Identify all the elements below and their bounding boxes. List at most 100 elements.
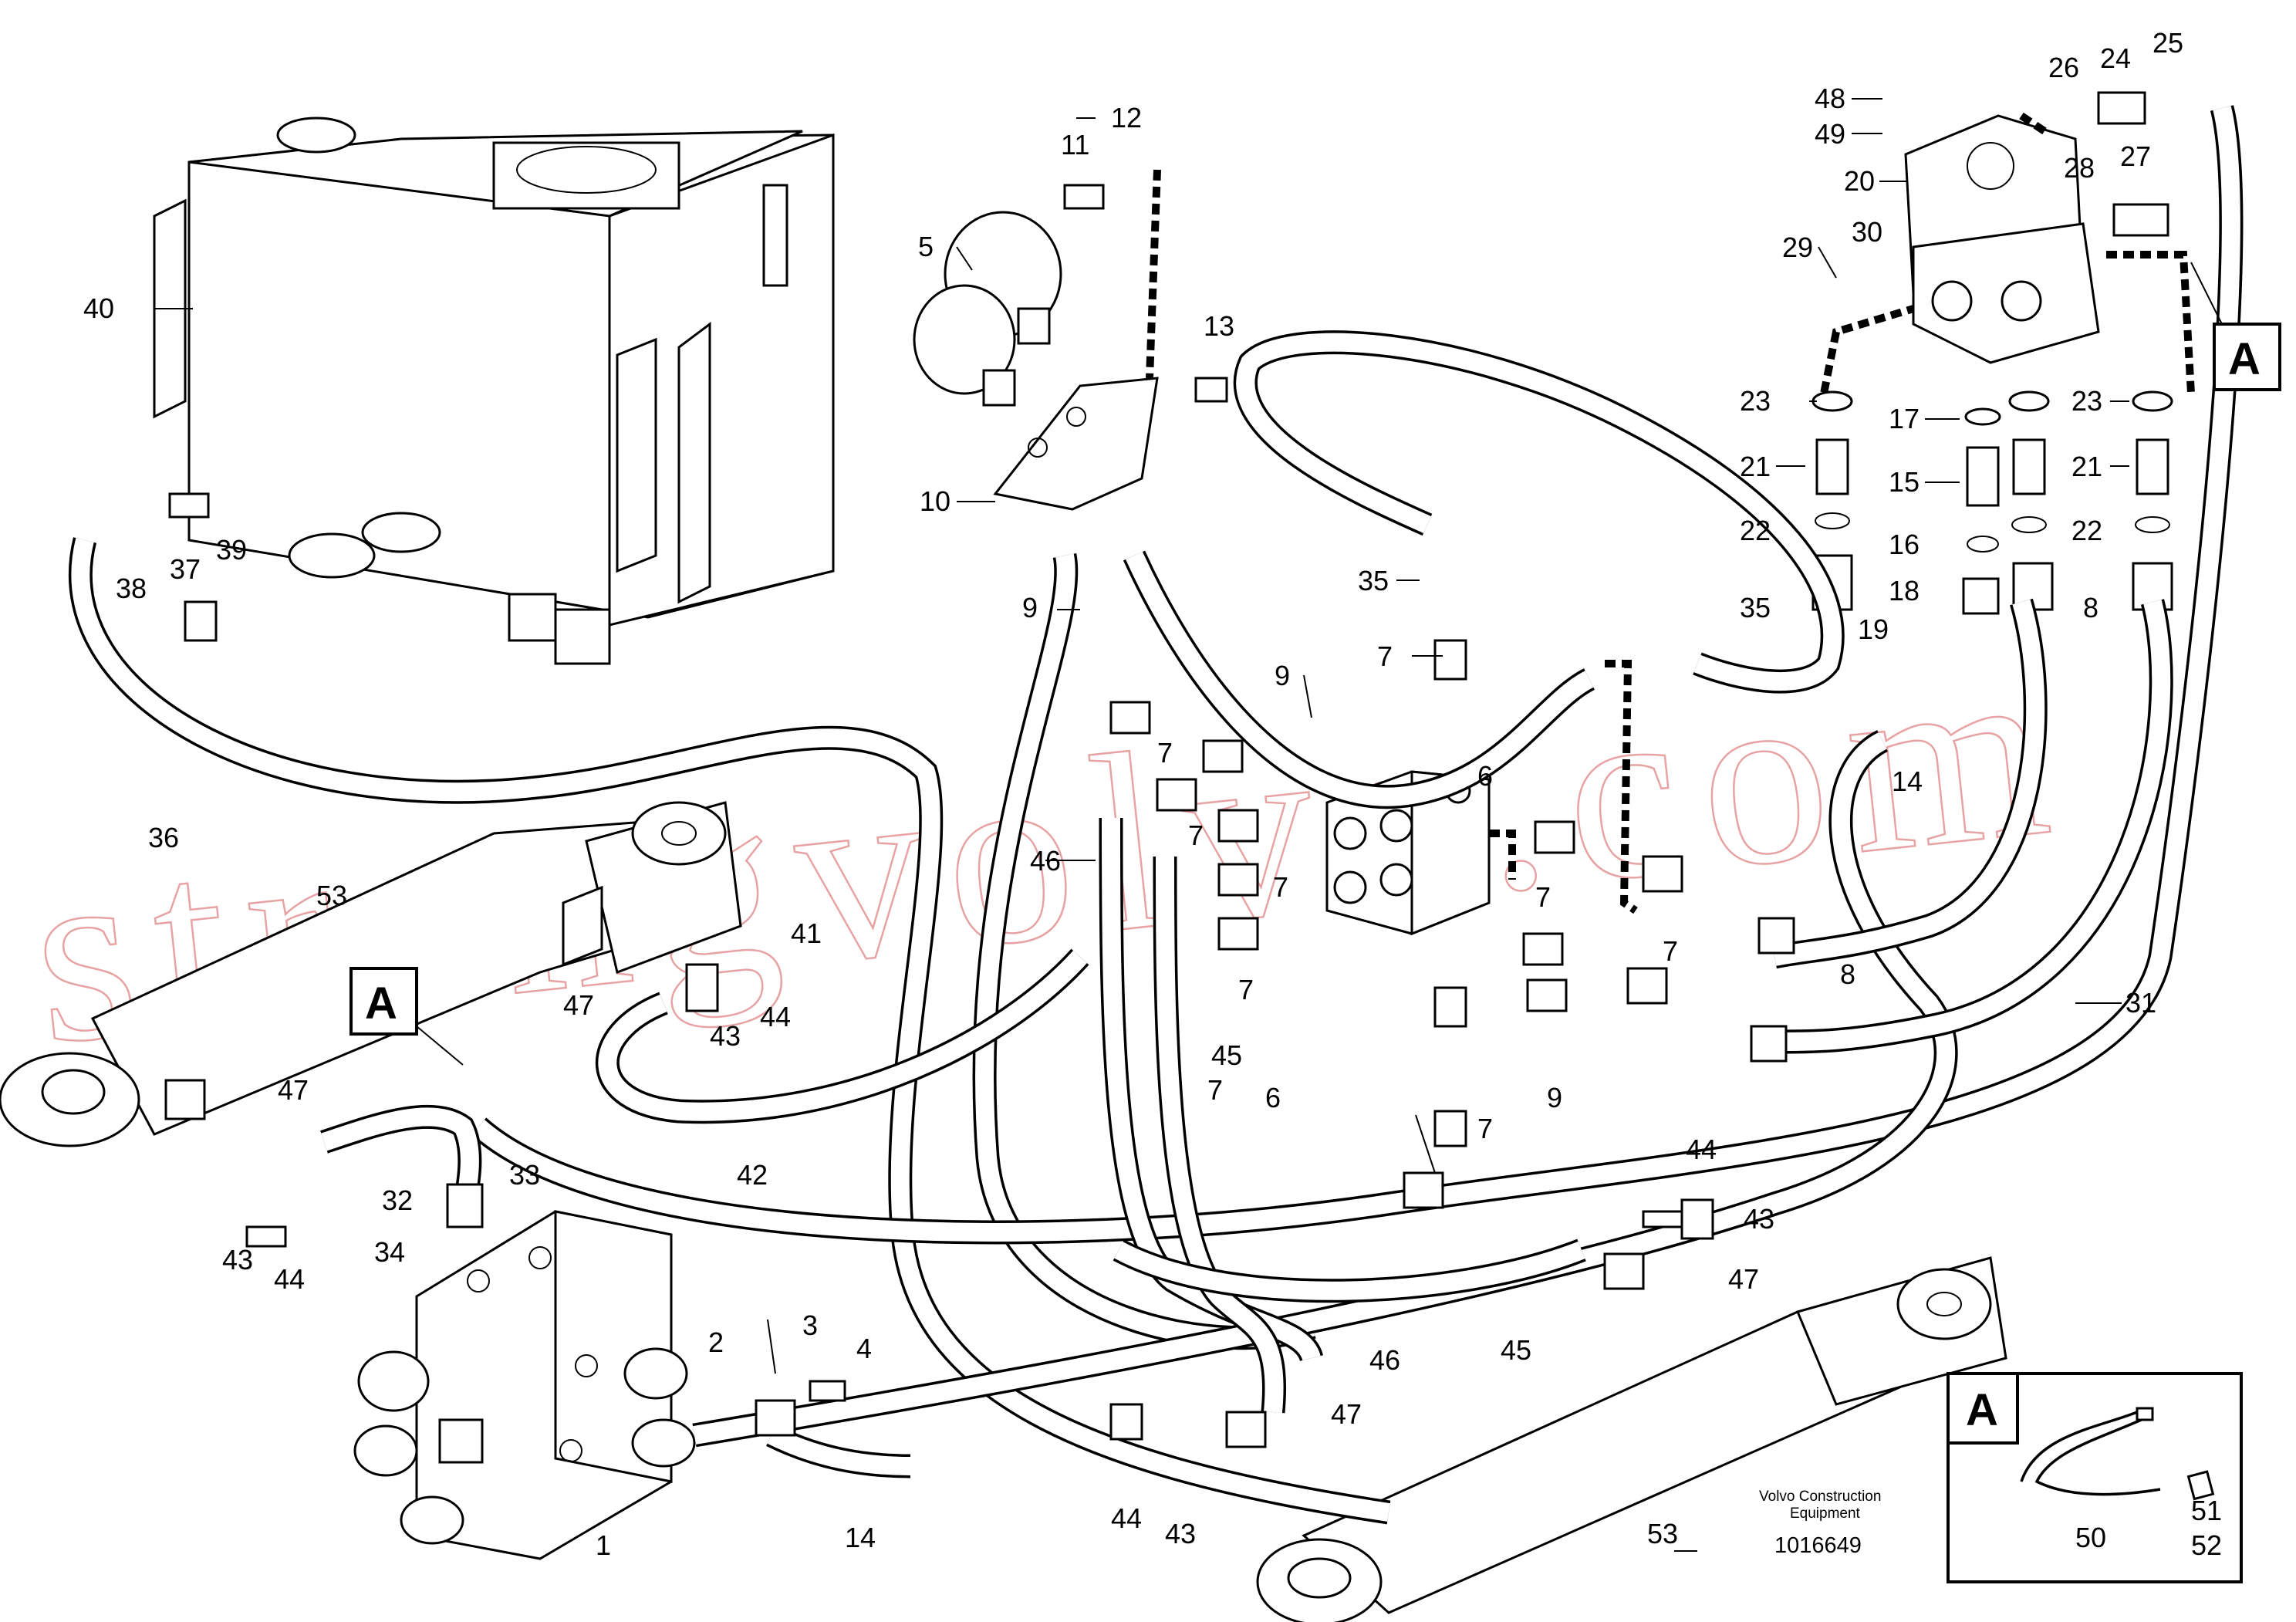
part-label: 6 bbox=[1477, 760, 1493, 792]
part-label: 48 bbox=[1815, 83, 1845, 114]
part-label: 44 bbox=[1111, 1502, 1142, 1534]
part-label: 23 bbox=[2071, 385, 2102, 417]
part-label: 4 bbox=[856, 1333, 872, 1364]
part-label: 45 bbox=[1211, 1039, 1242, 1071]
part-label: 9 bbox=[1547, 1082, 1562, 1113]
control-valve bbox=[353, 1210, 696, 1560]
part-label: 24 bbox=[2100, 42, 2131, 74]
part-label: 47 bbox=[1728, 1263, 1759, 1295]
inset-label-50: 50 bbox=[2075, 1522, 2106, 1553]
part-label: 7 bbox=[1273, 871, 1288, 903]
fittings bbox=[168, 184, 1795, 1448]
part-label: 9 bbox=[1275, 660, 1290, 691]
part-label: 46 bbox=[1369, 1344, 1400, 1376]
part-label: 31 bbox=[2125, 987, 2156, 1019]
callout-a-left: A bbox=[349, 967, 464, 1066]
part-label: 22 bbox=[1740, 515, 1771, 546]
part-label: 8 bbox=[2083, 592, 2098, 623]
inset-label-52: 52 bbox=[2191, 1529, 2222, 1561]
part-label: 21 bbox=[2071, 451, 2102, 482]
part-label: 43 bbox=[710, 1020, 741, 1052]
fittings-column bbox=[1811, 390, 2173, 615]
part-label: 7 bbox=[1238, 974, 1254, 1005]
part-label: 32 bbox=[382, 1184, 413, 1216]
part-label: 45 bbox=[1501, 1334, 1531, 1366]
part-label: 42 bbox=[737, 1159, 768, 1191]
steering-cylinder-right bbox=[1256, 1256, 2007, 1622]
part-label: 53 bbox=[316, 880, 347, 911]
part-label: 43 bbox=[1744, 1203, 1774, 1235]
hydraulic-tank bbox=[153, 117, 835, 665]
part-label: 47 bbox=[278, 1074, 309, 1106]
part-label: 43 bbox=[1165, 1518, 1196, 1549]
part-label: 15 bbox=[1889, 466, 1920, 498]
part-label: 7 bbox=[1477, 1113, 1493, 1144]
part-label: 13 bbox=[1204, 310, 1234, 342]
part-label: 1 bbox=[596, 1529, 611, 1561]
part-label: 49 bbox=[1815, 118, 1845, 150]
part-label: 41 bbox=[791, 917, 822, 949]
part-label: 12 bbox=[1111, 102, 1142, 133]
part-label: 7 bbox=[1207, 1074, 1223, 1106]
part-label: 22 bbox=[2071, 515, 2102, 546]
inset-letter: A bbox=[1966, 1385, 1998, 1435]
part-label: 33 bbox=[509, 1159, 540, 1191]
part-label: 14 bbox=[1892, 765, 1923, 797]
part-label: 35 bbox=[1358, 565, 1389, 596]
part-label: 25 bbox=[2152, 27, 2183, 59]
part-label: 44 bbox=[1686, 1134, 1717, 1165]
part-label: 37 bbox=[170, 553, 201, 585]
part-label: 23 bbox=[1740, 385, 1771, 417]
document-number: 1016649 bbox=[1774, 1533, 1862, 1558]
accumulator-assembly bbox=[913, 169, 1161, 511]
inset-detail-a: A 50 51 52 bbox=[1947, 1372, 2243, 1583]
priority-valve bbox=[1817, 91, 2195, 410]
part-label: 2 bbox=[708, 1326, 724, 1358]
callout-letter: A bbox=[2228, 334, 2261, 384]
part-label: 6 bbox=[1265, 1082, 1281, 1113]
part-label: 10 bbox=[920, 485, 950, 517]
part-label: 27 bbox=[2120, 140, 2151, 172]
part-label: 40 bbox=[83, 292, 114, 324]
part-label: 11 bbox=[1061, 129, 1089, 161]
part-label: 9 bbox=[1022, 592, 1038, 623]
credit-line2: Equipment bbox=[1790, 1505, 1861, 1522]
hose-lines bbox=[68, 105, 2244, 1525]
part-label: 14 bbox=[845, 1522, 876, 1553]
part-label: 47 bbox=[563, 989, 594, 1021]
part-label: 19 bbox=[1858, 613, 1889, 645]
part-label: 20 bbox=[1844, 165, 1875, 197]
part-label: 47 bbox=[1331, 1398, 1362, 1430]
part-label: 3 bbox=[802, 1309, 818, 1341]
distribution-block bbox=[1325, 660, 1638, 936]
part-label: 43 bbox=[222, 1244, 253, 1276]
inset-label-51: 51 bbox=[2191, 1495, 2222, 1526]
part-labels: 48 49 20 26 24 25 27 28 29 30 23 17 23 2… bbox=[83, 27, 2183, 1561]
part-label: 8 bbox=[1840, 958, 1855, 990]
leader-lines bbox=[154, 98, 2129, 1552]
part-label: 30 bbox=[1852, 216, 1882, 248]
part-label: 7 bbox=[1535, 881, 1551, 913]
part-label: 35 bbox=[1740, 592, 1771, 623]
part-label: 18 bbox=[1889, 575, 1920, 607]
part-label: 38 bbox=[116, 573, 147, 604]
part-label: 34 bbox=[374, 1236, 405, 1268]
credit-line1: Volvo Construction bbox=[1759, 1489, 1881, 1505]
part-label: 36 bbox=[148, 822, 179, 853]
part-label: 44 bbox=[274, 1263, 305, 1295]
part-label: 5 bbox=[918, 231, 934, 262]
part-label: 26 bbox=[2048, 52, 2079, 83]
part-label: 39 bbox=[216, 534, 247, 566]
part-label: 17 bbox=[1889, 403, 1920, 434]
part-label: 53 bbox=[1647, 1518, 1678, 1549]
part-label: 29 bbox=[1782, 231, 1813, 263]
part-label: 7 bbox=[1188, 819, 1204, 851]
callout-letter: A bbox=[365, 978, 397, 1029]
part-label: 7 bbox=[1377, 640, 1393, 672]
part-label: 7 bbox=[1663, 935, 1678, 967]
part-label: 21 bbox=[1740, 451, 1771, 482]
part-label: 28 bbox=[2064, 152, 2095, 184]
part-label: 44 bbox=[760, 1001, 791, 1032]
callout-a-right: A bbox=[2190, 262, 2281, 391]
